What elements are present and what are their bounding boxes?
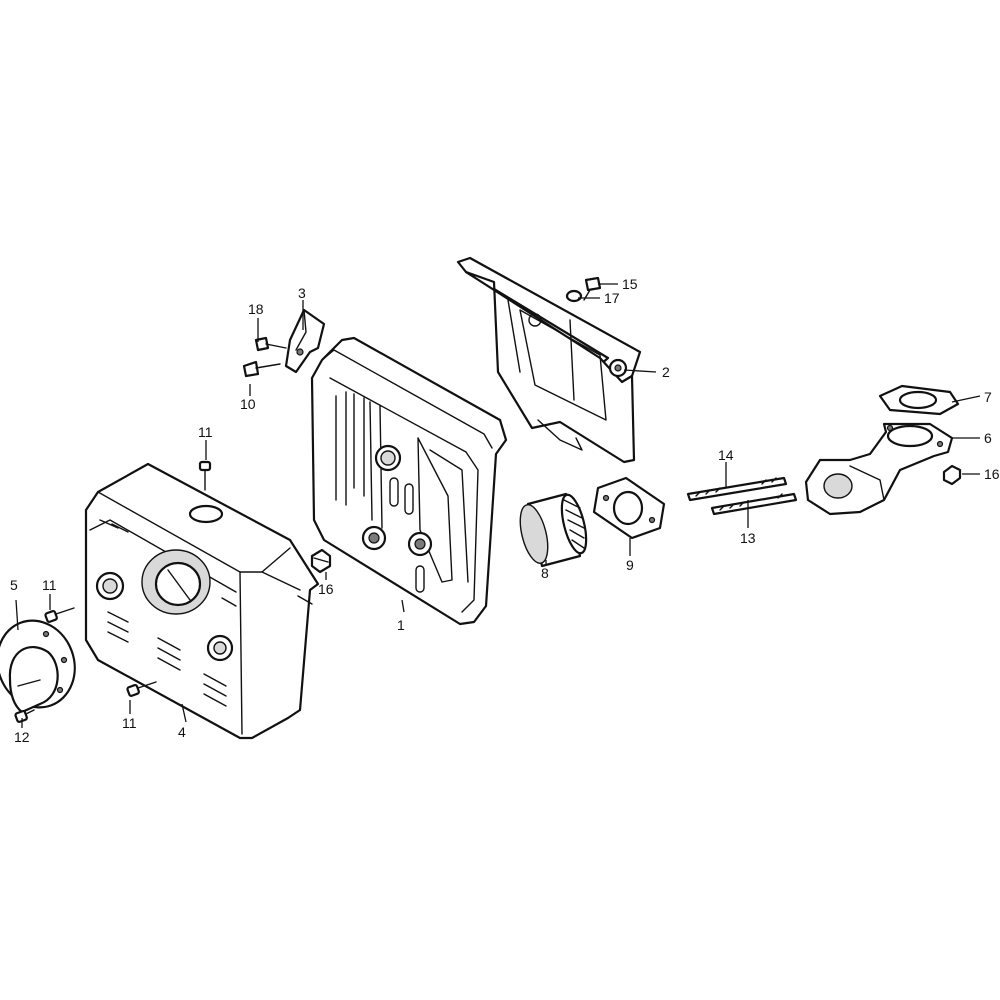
- part-heat-shield: [456, 256, 642, 464]
- part-screw-12: [14, 709, 35, 723]
- part-screw-11-top: [198, 460, 212, 491]
- part-muffler: [310, 336, 508, 626]
- callout-9: 9: [626, 557, 634, 573]
- callout-18: 18: [248, 301, 264, 317]
- callout-10: 10: [240, 396, 256, 412]
- callout-4: 4: [178, 724, 186, 740]
- callout-16-left: 16: [318, 581, 334, 597]
- callout-11-top: 11: [198, 424, 213, 440]
- callout-6: 6: [984, 430, 992, 446]
- callout-labels: 1 2 3 4 5 6 7 8 9 10 11 11 11 12 13 14 1…: [10, 276, 1000, 745]
- callout-5: 5: [10, 577, 18, 593]
- part-bolt-15: [583, 276, 602, 301]
- leader-lines: [15, 283, 981, 728]
- callout-2: 2: [662, 364, 670, 380]
- callout-17: 17: [604, 290, 620, 306]
- part-exhaust-joint: [804, 422, 954, 516]
- part-bolt-18: [254, 336, 287, 352]
- callout-11-left: 11: [42, 577, 57, 593]
- part-bolt-10: [242, 360, 281, 378]
- callout-11-bottom: 11: [122, 715, 137, 731]
- part-gasket-7: [878, 384, 960, 416]
- callout-16-right: 16: [984, 466, 1000, 482]
- callout-8: 8: [541, 565, 549, 581]
- part-bracket: [284, 308, 326, 374]
- part-nut-16-left: [310, 548, 332, 574]
- callout-7: 7: [984, 389, 992, 405]
- callout-15: 15: [622, 276, 638, 292]
- part-nut-16-right: [942, 464, 962, 486]
- callout-3: 3: [298, 285, 306, 301]
- part-stud-14: [686, 476, 788, 502]
- part-stud-13: [710, 492, 798, 516]
- callout-14: 14: [718, 447, 734, 463]
- callout-13: 13: [740, 530, 756, 546]
- callout-1: 1: [397, 617, 405, 633]
- callout-12: 12: [14, 729, 30, 745]
- part-washer-17: [565, 289, 583, 303]
- part-muffler-protector: [84, 462, 320, 740]
- part-end-cap: [0, 619, 76, 714]
- part-pipe: [519, 492, 588, 568]
- part-screw-11-left: [44, 607, 75, 623]
- part-gasket: [592, 476, 666, 540]
- part-screw-11-bottom: [126, 681, 157, 697]
